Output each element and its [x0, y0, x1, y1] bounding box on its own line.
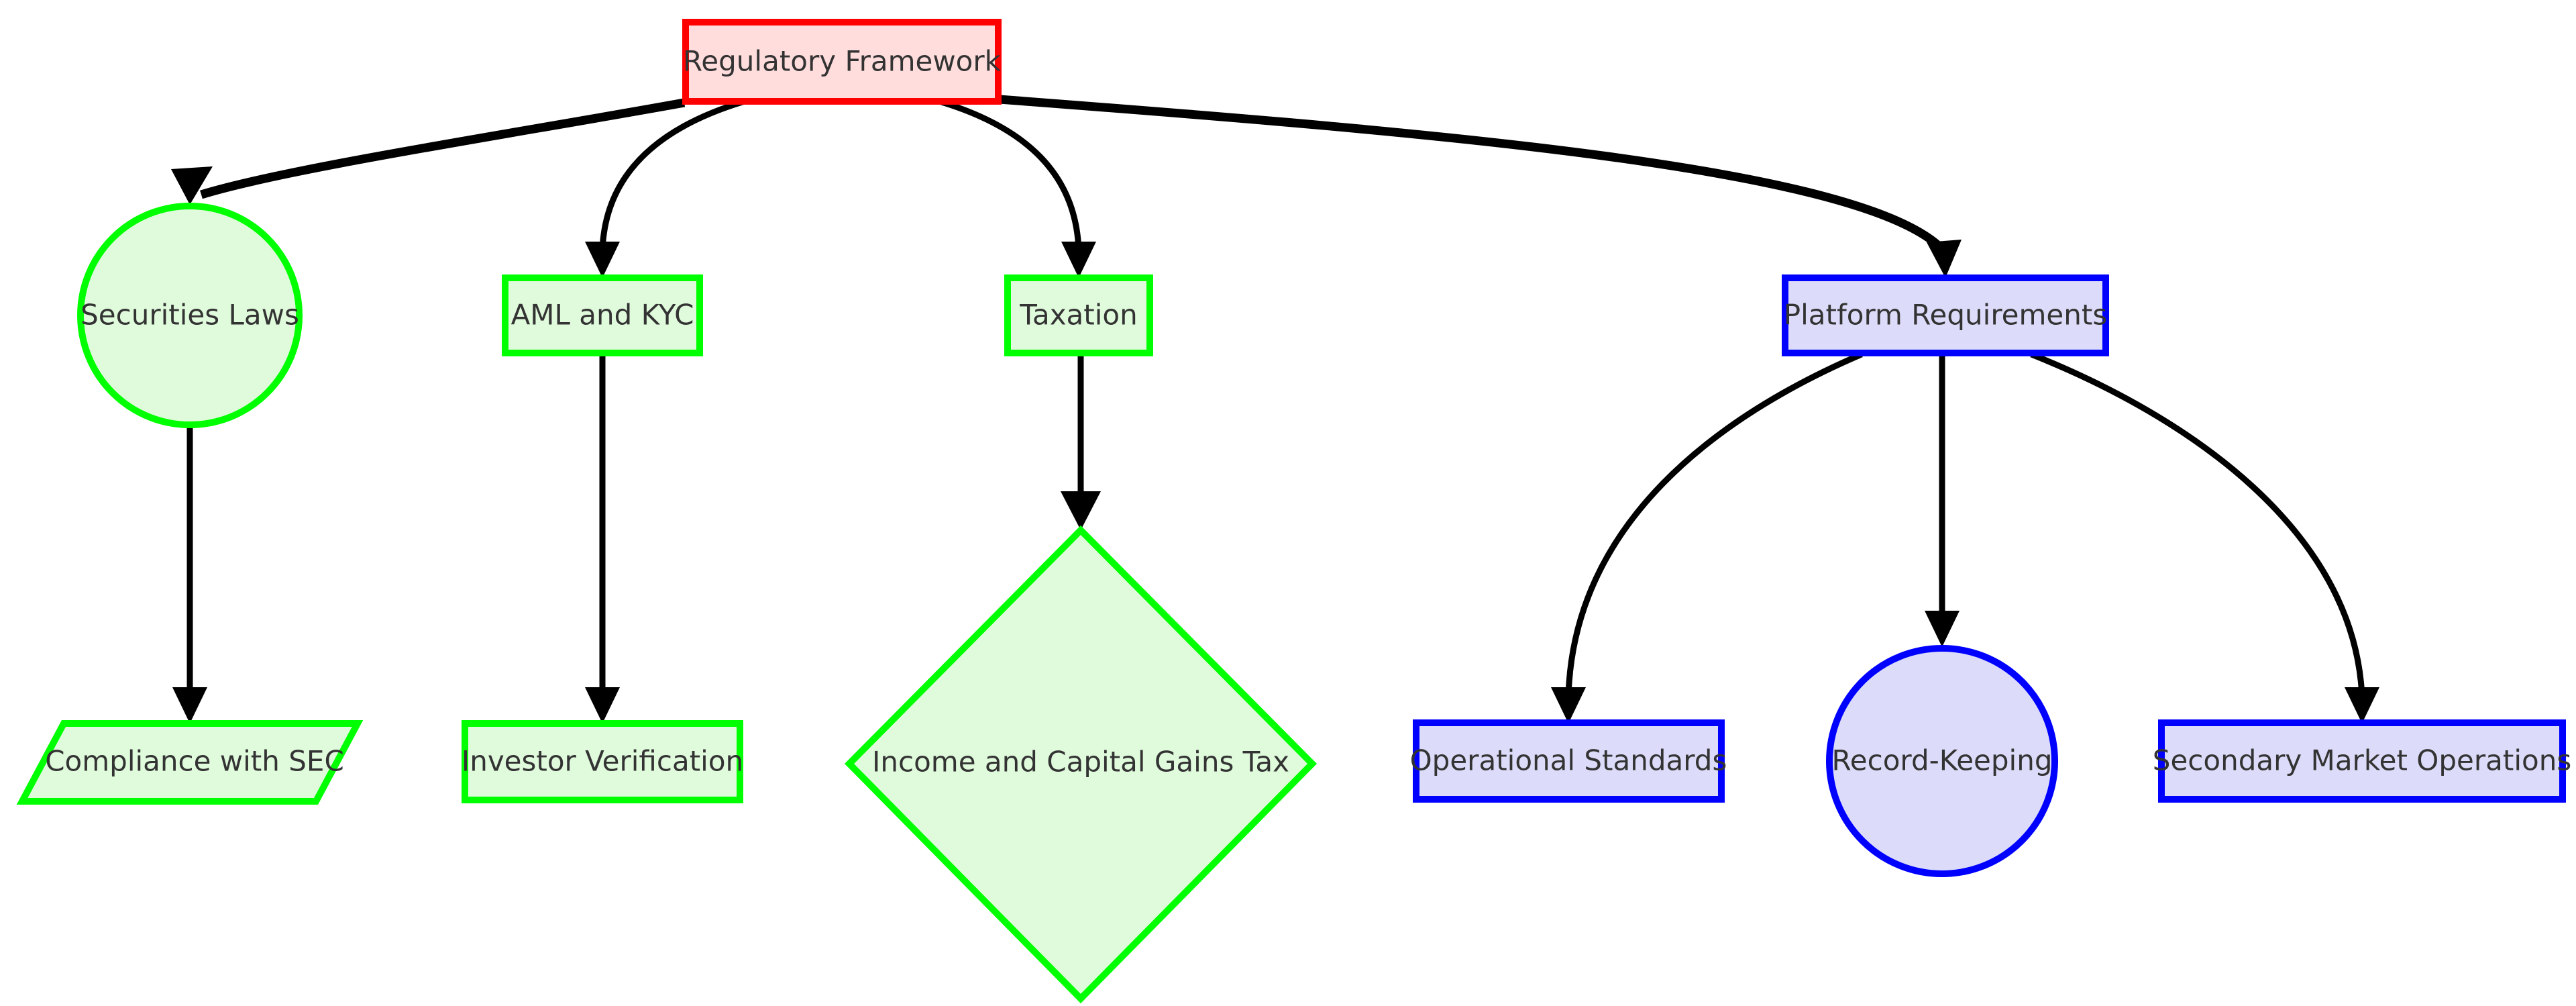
edge-securities-laws-to-compliance-with-sec [172, 426, 207, 723]
arrow-head-icon [1927, 240, 1962, 278]
node-shape-rectangle [682, 19, 1002, 105]
node-record-keeping[interactable]: Record-Keeping [1826, 645, 2058, 877]
edge-platform-requirements-to-secondary-market-operations [2030, 351, 2379, 723]
edge-regulatory-framework-to-securities-laws [171, 98, 686, 205]
arrow-head-icon [1061, 242, 1096, 278]
edge-layer [171, 95, 2379, 723]
node-shape-rectangle [2158, 719, 2566, 803]
edge-platform-requirements-to-operational-standards [1551, 351, 1863, 723]
node-income-and-capital-gains-tax[interactable]: Income and Capital Gains Tax [844, 525, 1318, 1004]
arrow-head-icon [171, 166, 213, 205]
node-shape-parallelogram [16, 720, 364, 805]
node-shape-rectangle [462, 720, 743, 803]
node-shape-rectangle [1413, 719, 1725, 803]
edge-platform-requirements-to-record-keeping [1925, 354, 1960, 647]
node-regulatory-framework[interactable]: Regulatory Framework [682, 19, 1002, 105]
arrow-head-icon [1061, 491, 1101, 530]
node-secondary-market-operations[interactable]: Secondary Market Operations [2153, 719, 2571, 803]
arrow-head-icon [585, 242, 620, 278]
node-shape-circle [77, 203, 303, 428]
node-platform-requirements[interactable]: Platform Requirements [1782, 274, 2109, 356]
node-taxation[interactable]: Taxation [1004, 274, 1153, 356]
node-investor-verification[interactable]: Investor Verification [462, 720, 743, 803]
node-aml-and-kyc[interactable]: AML and KYC [502, 274, 703, 356]
arrow-head-icon [172, 687, 207, 723]
node-compliance-with-sec[interactable]: Compliance with SEC [16, 720, 364, 805]
node-shape-rectangle [1782, 274, 2109, 356]
node-securities-laws[interactable]: Securities Laws [77, 203, 303, 428]
arrow-head-icon [585, 687, 620, 723]
edge-taxation-to-income-and-capital-gains-tax [1061, 353, 1101, 530]
arrow-head-icon [1551, 687, 1586, 723]
arrow-head-icon [2345, 687, 2379, 723]
edge-regulatory-framework-to-taxation [938, 98, 1096, 278]
node-shape-diamond [844, 525, 1318, 1004]
edge-aml-and-kyc-to-investor-verification [585, 353, 620, 723]
node-shape-circle [1826, 645, 2058, 877]
arrow-head-icon [1925, 611, 1960, 647]
node-shape-rectangle [1004, 274, 1153, 356]
node-shape-rectangle [502, 274, 703, 356]
node-operational-standards[interactable]: Operational Standards [1410, 719, 1727, 803]
edge-regulatory-framework-to-aml-and-kyc [585, 98, 746, 278]
node-layer: Regulatory Framework Securities Laws AML… [16, 19, 2571, 1004]
edge-regulatory-framework-to-platform-requirements [999, 95, 1962, 278]
